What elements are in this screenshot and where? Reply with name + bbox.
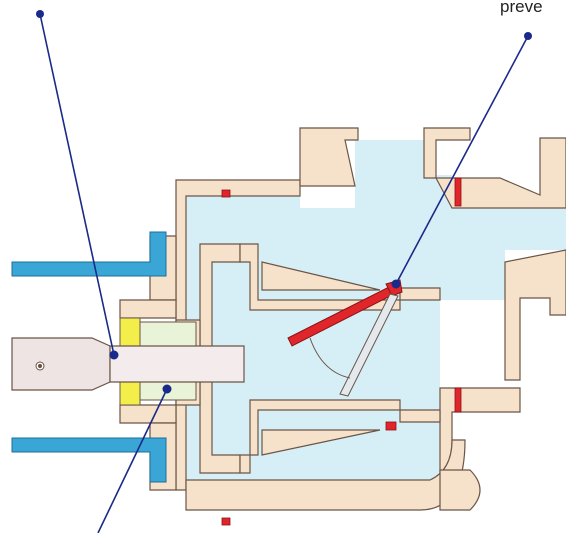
- leader-dot-shaft-top: [36, 10, 44, 18]
- inlet-pipes: [11, 231, 167, 483]
- callout-label-top-right: preve: [500, 0, 543, 16]
- red-seals: [221, 177, 462, 526]
- leader-dot-valve-top: [524, 32, 532, 40]
- leader-lines: [39, 13, 529, 533]
- check-valve: [287, 279, 403, 397]
- shaft: [11, 337, 245, 391]
- leader-dot-valve-end: [391, 279, 401, 289]
- leader-dot-shaft-end: [109, 350, 119, 360]
- leader-dot-bushing-end: [162, 384, 172, 394]
- leader-dots: [36, 10, 532, 394]
